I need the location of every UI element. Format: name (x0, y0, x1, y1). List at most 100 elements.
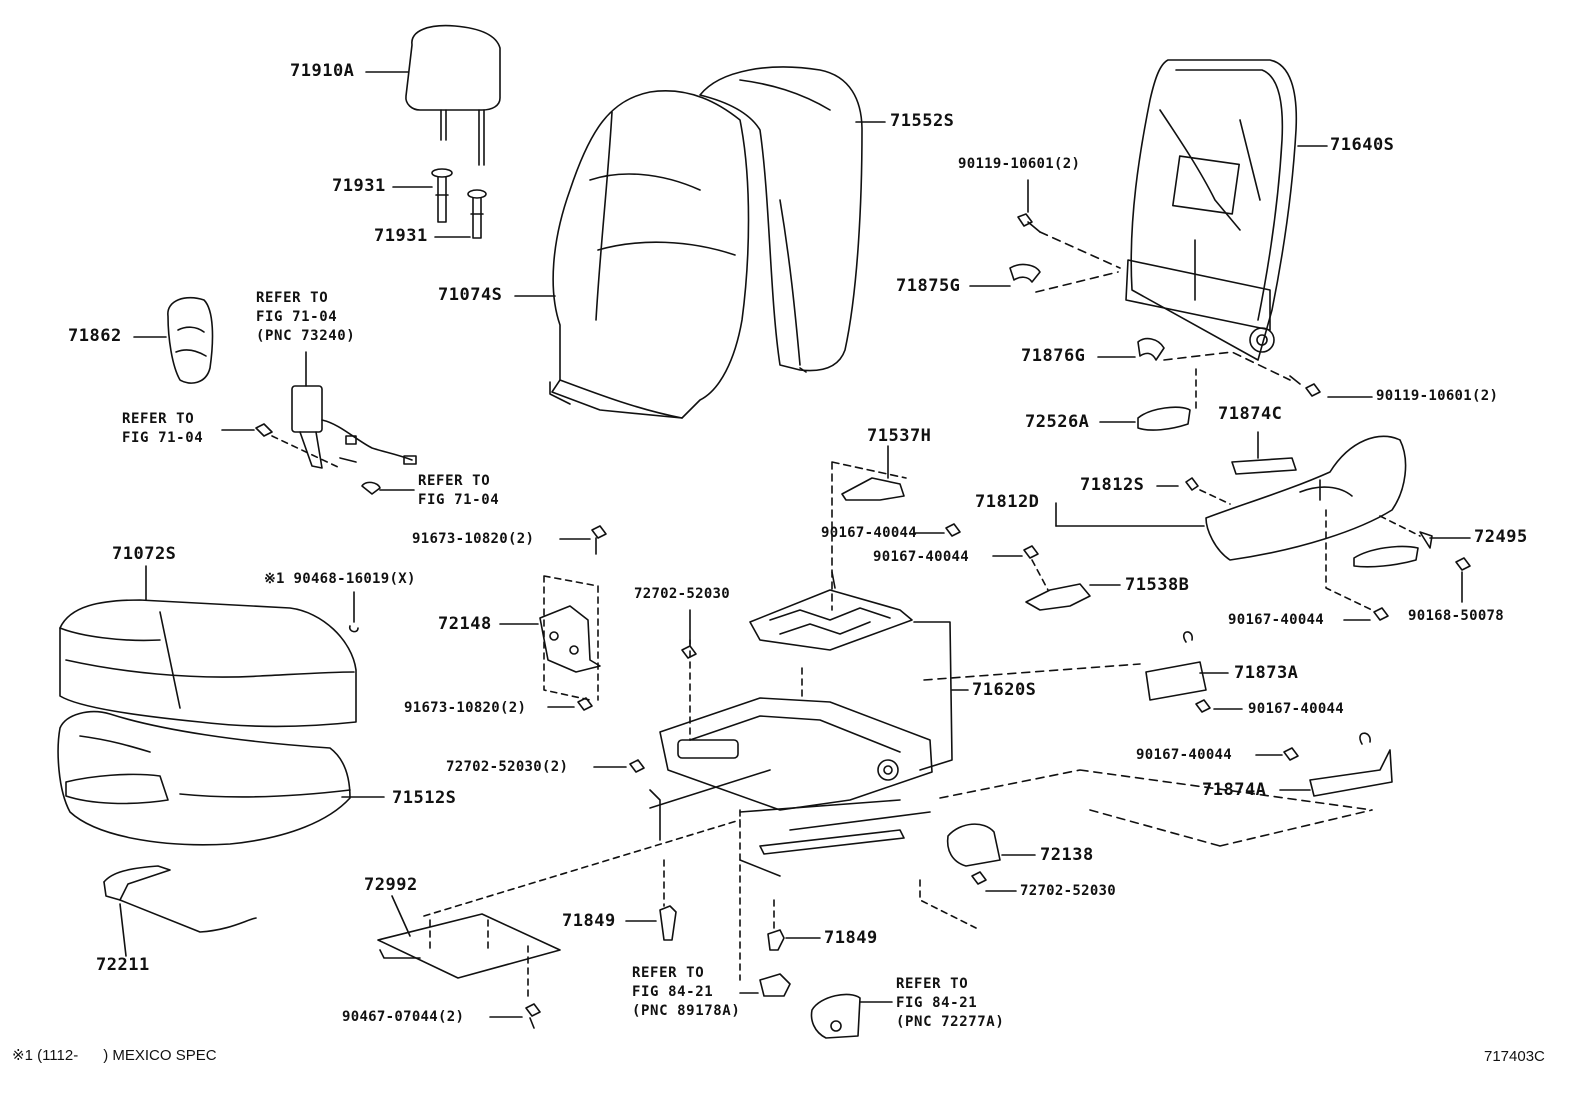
headrest-drawing (405, 24, 501, 166)
label-72211: 72211 (96, 955, 150, 975)
dash-71620S (923, 663, 1141, 681)
cover-71862-drawing (167, 296, 214, 384)
cushion-cover-drawing (59, 599, 357, 728)
label-71640S: 71640S (1330, 135, 1395, 155)
bolt-90167-c-drawing (1373, 607, 1389, 621)
label-72138: 72138 (1040, 845, 1094, 865)
bolt-90167-a-drawing (945, 523, 961, 537)
label-71072S: 71072S (112, 544, 177, 564)
label-72702-bot: 72702-52030 (1020, 883, 1117, 899)
bolt-72702-top-drawing (681, 645, 697, 659)
cover-71876G-drawing (1137, 337, 1165, 361)
dash-90167-shield (1325, 509, 1373, 611)
label-72495: 72495 (1474, 527, 1528, 547)
trim-71874C-drawing (1231, 457, 1297, 475)
label-71812S: 71812S (1080, 475, 1145, 495)
shield-trim-drawing (1353, 545, 1419, 568)
label-72148: 72148 (438, 614, 492, 634)
trim-71873A-drawing (1145, 661, 1207, 701)
label-90167-a: 90167-40044 (821, 525, 918, 541)
trim-71874A-drawing (1309, 749, 1393, 797)
label-90119-right: 90119-10601(2) (1376, 388, 1499, 404)
label-91673-top: 91673-10820(2) (412, 531, 535, 547)
cover-ref-hole (830, 1020, 842, 1032)
cover-72138-drawing (946, 823, 1001, 867)
pin-71849-b-drawing (767, 929, 785, 951)
label-90167-e: 90167-40044 (1136, 747, 1233, 763)
bolt-90167-e-drawing (1283, 747, 1299, 761)
bolt-drawings-90119 (1017, 213, 1321, 397)
dash-plate (423, 819, 741, 1001)
label-71849-a: 71849 (562, 911, 616, 931)
dash-pins (663, 859, 775, 931)
leader-71620S-bracket (913, 621, 953, 771)
label-72992: 72992 (364, 875, 418, 895)
headrest-support-drawing (431, 168, 487, 239)
cover-71875G-drawing (1009, 263, 1041, 283)
label-71512S: 71512S (392, 788, 457, 808)
label-71812D: 71812D (975, 492, 1040, 512)
dash-slide-trims (939, 769, 1373, 847)
label-71875G: 71875G (896, 276, 961, 296)
dash-72138 (919, 879, 977, 929)
label-71873A: 71873A (1234, 663, 1299, 683)
bolt-90168-drawing (1455, 557, 1471, 571)
leader-72211 (119, 903, 127, 957)
label-71538B: 71538B (1125, 575, 1190, 595)
wire-72211-hook (103, 881, 121, 901)
refer-note-clip: REFER TO FIG 71-04 (418, 473, 500, 508)
bolt-90167-b-drawing (1023, 545, 1039, 559)
dash-72148 (543, 575, 599, 701)
dash-shield (1199, 489, 1231, 505)
label-91673-bot: 91673-10820(2) (404, 700, 527, 716)
buckle-drawing (291, 385, 417, 469)
hook-71874A (1359, 732, 1371, 745)
seatback-frame-drawing (1125, 59, 1298, 361)
label-90467: 90467-07044(2) (342, 1009, 465, 1025)
bracket-71538B-drawing (1025, 583, 1091, 611)
label-71874C: 71874C (1218, 404, 1283, 424)
cushion-pad-drawing (57, 710, 351, 846)
label-71620S: 71620S (972, 680, 1037, 700)
bolt-72702-bot-drawing (971, 871, 987, 885)
clip-ref-drawing (361, 481, 381, 495)
label-90167-d: 90167-40044 (1248, 701, 1345, 717)
cushion-spring-drawing (749, 571, 913, 651)
refer-note-cover: REFER TO FIG 84-21 (PNC 72277A) (896, 976, 1005, 1030)
cushion-frame-drawing (649, 697, 933, 877)
label-71537H: 71537H (867, 426, 932, 446)
refer-note-seatbelt: REFER TO FIG 71-04 (PNC 73240) (256, 290, 356, 344)
label-71931-a: 71931 (332, 176, 386, 196)
bolt-91673-top-drawing (591, 525, 607, 555)
dash-71537H (831, 461, 907, 611)
dash-cushion-vert (689, 639, 803, 741)
dash-frame-right (1163, 351, 1291, 381)
knob-72526A-drawing (1137, 406, 1191, 431)
dash-frame-left (1035, 231, 1121, 293)
screw-71812S-drawing (1185, 477, 1199, 491)
cover-71862-detail (175, 326, 207, 357)
label-90168: 90168-50078 (1408, 608, 1505, 624)
label-90167-c: 90167-40044 (1228, 612, 1325, 628)
bolt-90167-d-drawing (1195, 699, 1211, 713)
label-90468: ※1 90468-16019(X) (264, 571, 416, 587)
label-90167-b: 90167-40044 (873, 549, 970, 565)
bolt-90467-drawing (525, 1003, 541, 1029)
bracket-72148-drawing (539, 605, 601, 673)
label-72526A: 72526A (1025, 412, 1090, 432)
sensor-drawing (759, 973, 791, 997)
bolt-91673-bot-drawing (577, 697, 593, 711)
side-shield-drawing (1205, 435, 1407, 561)
clip-90468-drawing (348, 591, 359, 633)
bolt-72702-mid-drawing (629, 759, 645, 773)
illustration-id: 717403C (1484, 1048, 1545, 1065)
label-90119-top: 90119-10601(2) (958, 156, 1081, 172)
cover-ref-drawing (810, 993, 861, 1039)
seatback-pad-drawing (699, 66, 863, 373)
label-71874A: 71874A (1202, 780, 1267, 800)
hook-71873A (1183, 631, 1193, 643)
clip-72495-drawing (1419, 531, 1433, 549)
label-71931-b: 71931 (374, 226, 428, 246)
